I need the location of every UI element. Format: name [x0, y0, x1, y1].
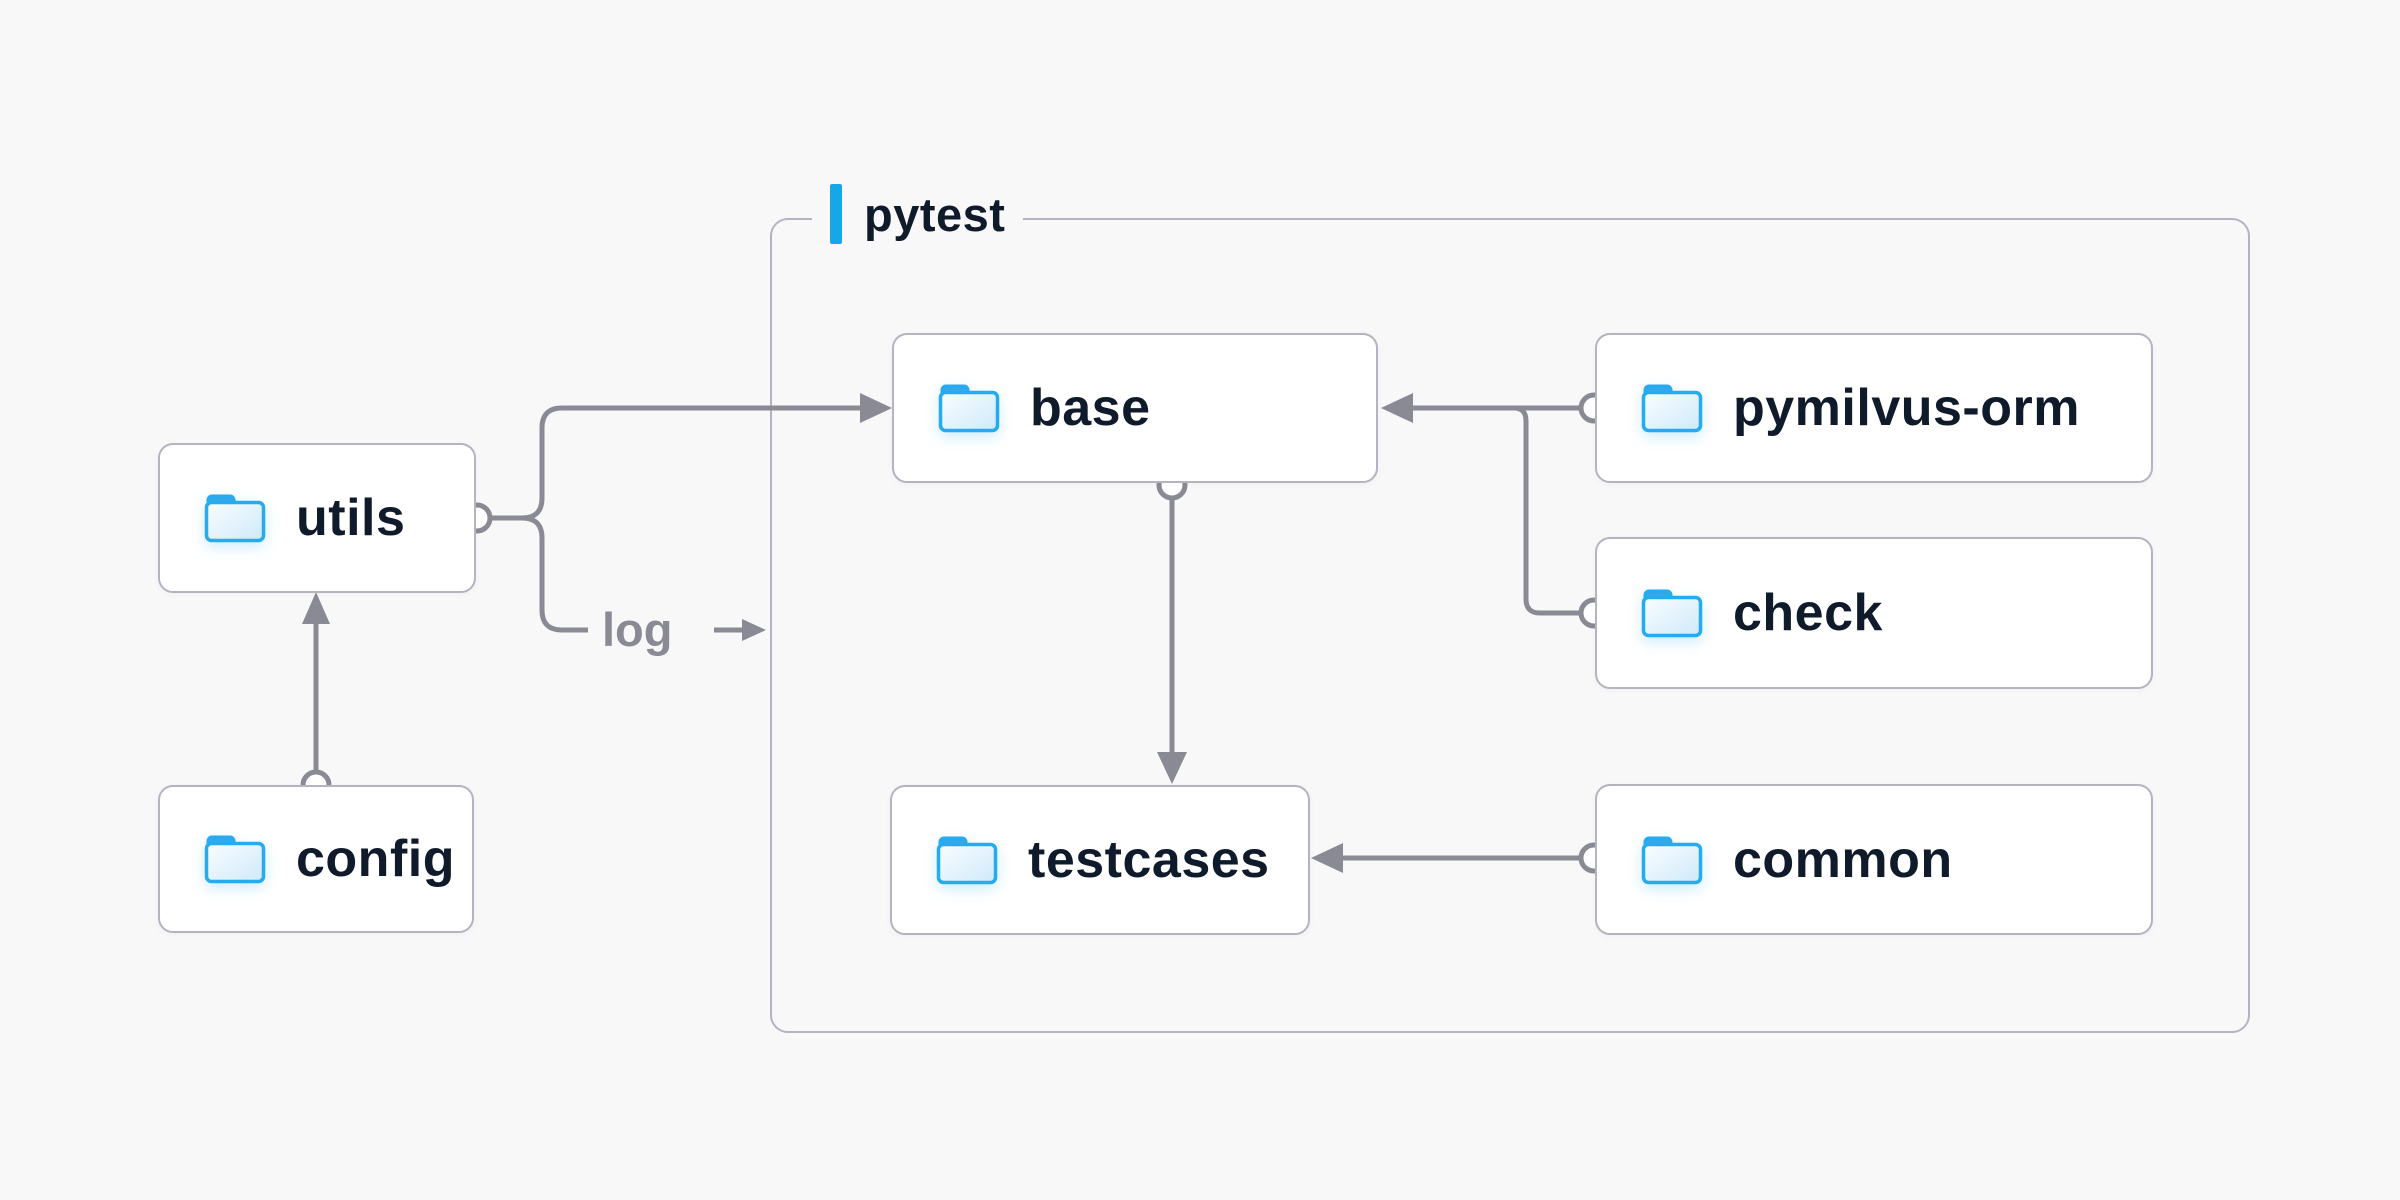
arrowhead-up-icon — [302, 592, 330, 624]
edge-utils-log — [521, 515, 766, 641]
node-label: utils — [296, 489, 406, 547]
log-edge-label: log — [602, 603, 673, 656]
folder-icon — [1641, 836, 1703, 884]
node-label: base — [1030, 379, 1151, 437]
node-label: testcases — [1028, 831, 1270, 889]
folder-icon — [1641, 384, 1703, 433]
arrowhead-down-icon — [1157, 752, 1187, 784]
pytest-group-container — [770, 218, 2250, 1033]
node-label: check — [1733, 584, 1883, 642]
folder-icon — [936, 836, 998, 885]
edge-utils-to-base — [491, 393, 892, 521]
node-label: pymilvus-orm — [1733, 379, 2080, 437]
node-testcases: testcases — [890, 785, 1310, 935]
node-config: config — [158, 785, 474, 933]
node-common: common — [1595, 784, 2153, 935]
node-pymilvus-orm: pymilvus-orm — [1595, 333, 2153, 483]
folder-icon — [1641, 589, 1703, 638]
arrowhead-left-icon — [1381, 393, 1413, 423]
node-label: config — [296, 830, 455, 888]
group-label-text: pytest — [864, 187, 1006, 241]
node-label: common — [1733, 830, 1953, 889]
edge-pymilvus-check-to-base — [1381, 393, 1580, 616]
folder-icon — [204, 835, 266, 884]
node-check: check — [1595, 537, 2153, 689]
arrowhead-left-icon — [1311, 843, 1343, 873]
log-arrow-icon — [742, 619, 766, 641]
edge-config-to-utils — [302, 592, 330, 770]
node-utils: utils — [158, 443, 476, 593]
folder-icon — [938, 384, 1000, 433]
edge-common-to-testcases — [1311, 843, 1580, 873]
node-base: base — [892, 333, 1378, 483]
pytest-group-label: pytest — [812, 183, 1024, 245]
arrowhead-right-icon — [860, 393, 892, 423]
accent-bar — [830, 184, 842, 244]
edge-base-to-testcases — [1157, 499, 1187, 784]
folder-icon — [204, 494, 266, 543]
